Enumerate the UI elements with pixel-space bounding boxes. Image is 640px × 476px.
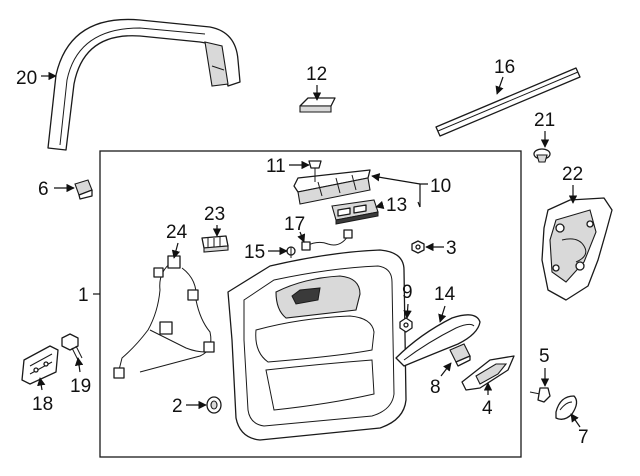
callout-2: 2 <box>172 396 183 417</box>
cap-part <box>555 395 578 420</box>
callout-21: 21 <box>534 110 555 131</box>
pull-handle-part <box>395 314 481 367</box>
callout-11: 11 <box>266 156 286 177</box>
module-panel-part <box>541 197 613 301</box>
callout-12: 12 <box>306 64 327 85</box>
callout-8: 8 <box>430 377 441 398</box>
screw-11-part <box>308 160 322 182</box>
callout-24: 24 <box>166 222 188 243</box>
frame-molding-part <box>47 18 241 151</box>
callout-20: 20 <box>16 68 37 89</box>
bezel-8-part <box>449 343 471 367</box>
callout-17: 17 <box>284 214 305 235</box>
door-trim-panel-part <box>227 249 407 441</box>
callout-1: 1 <box>78 285 89 306</box>
callout-14: 14 <box>434 284 456 305</box>
jumper-harness-part <box>301 229 353 251</box>
weatherstrip-part <box>435 67 581 137</box>
bracket-part <box>21 345 59 385</box>
callout-6: 6 <box>38 179 49 200</box>
assembly-box <box>99 150 522 458</box>
switch-part <box>331 199 379 225</box>
callout-19: 19 <box>70 376 91 397</box>
clip-15-part <box>286 246 296 258</box>
wiring-harness-part <box>113 255 215 379</box>
callout-9: 9 <box>402 282 413 303</box>
pad-part <box>299 97 336 113</box>
push-clip-part <box>206 396 222 414</box>
callout-4: 4 <box>482 398 493 419</box>
clip-part <box>74 179 93 200</box>
nut-9-part <box>399 317 413 333</box>
callout-22: 22 <box>562 164 583 185</box>
switch-bezel-part <box>293 169 371 205</box>
bolt-5-part <box>529 387 551 403</box>
bolt-19-part <box>61 333 83 361</box>
callout-13: 13 <box>386 195 407 216</box>
pushpin-part <box>533 148 551 163</box>
callout-10: 10 <box>430 176 451 197</box>
callout-7: 7 <box>578 427 589 448</box>
callout-16: 16 <box>494 57 515 78</box>
callout-18: 18 <box>32 394 53 415</box>
connector-part <box>201 235 229 253</box>
callout-15: 15 <box>244 242 265 263</box>
inside-handle-part <box>461 355 515 391</box>
callout-23: 23 <box>204 204 225 225</box>
callout-3: 3 <box>446 238 457 259</box>
callout-5: 5 <box>539 346 550 367</box>
nut-3-part <box>411 240 425 254</box>
